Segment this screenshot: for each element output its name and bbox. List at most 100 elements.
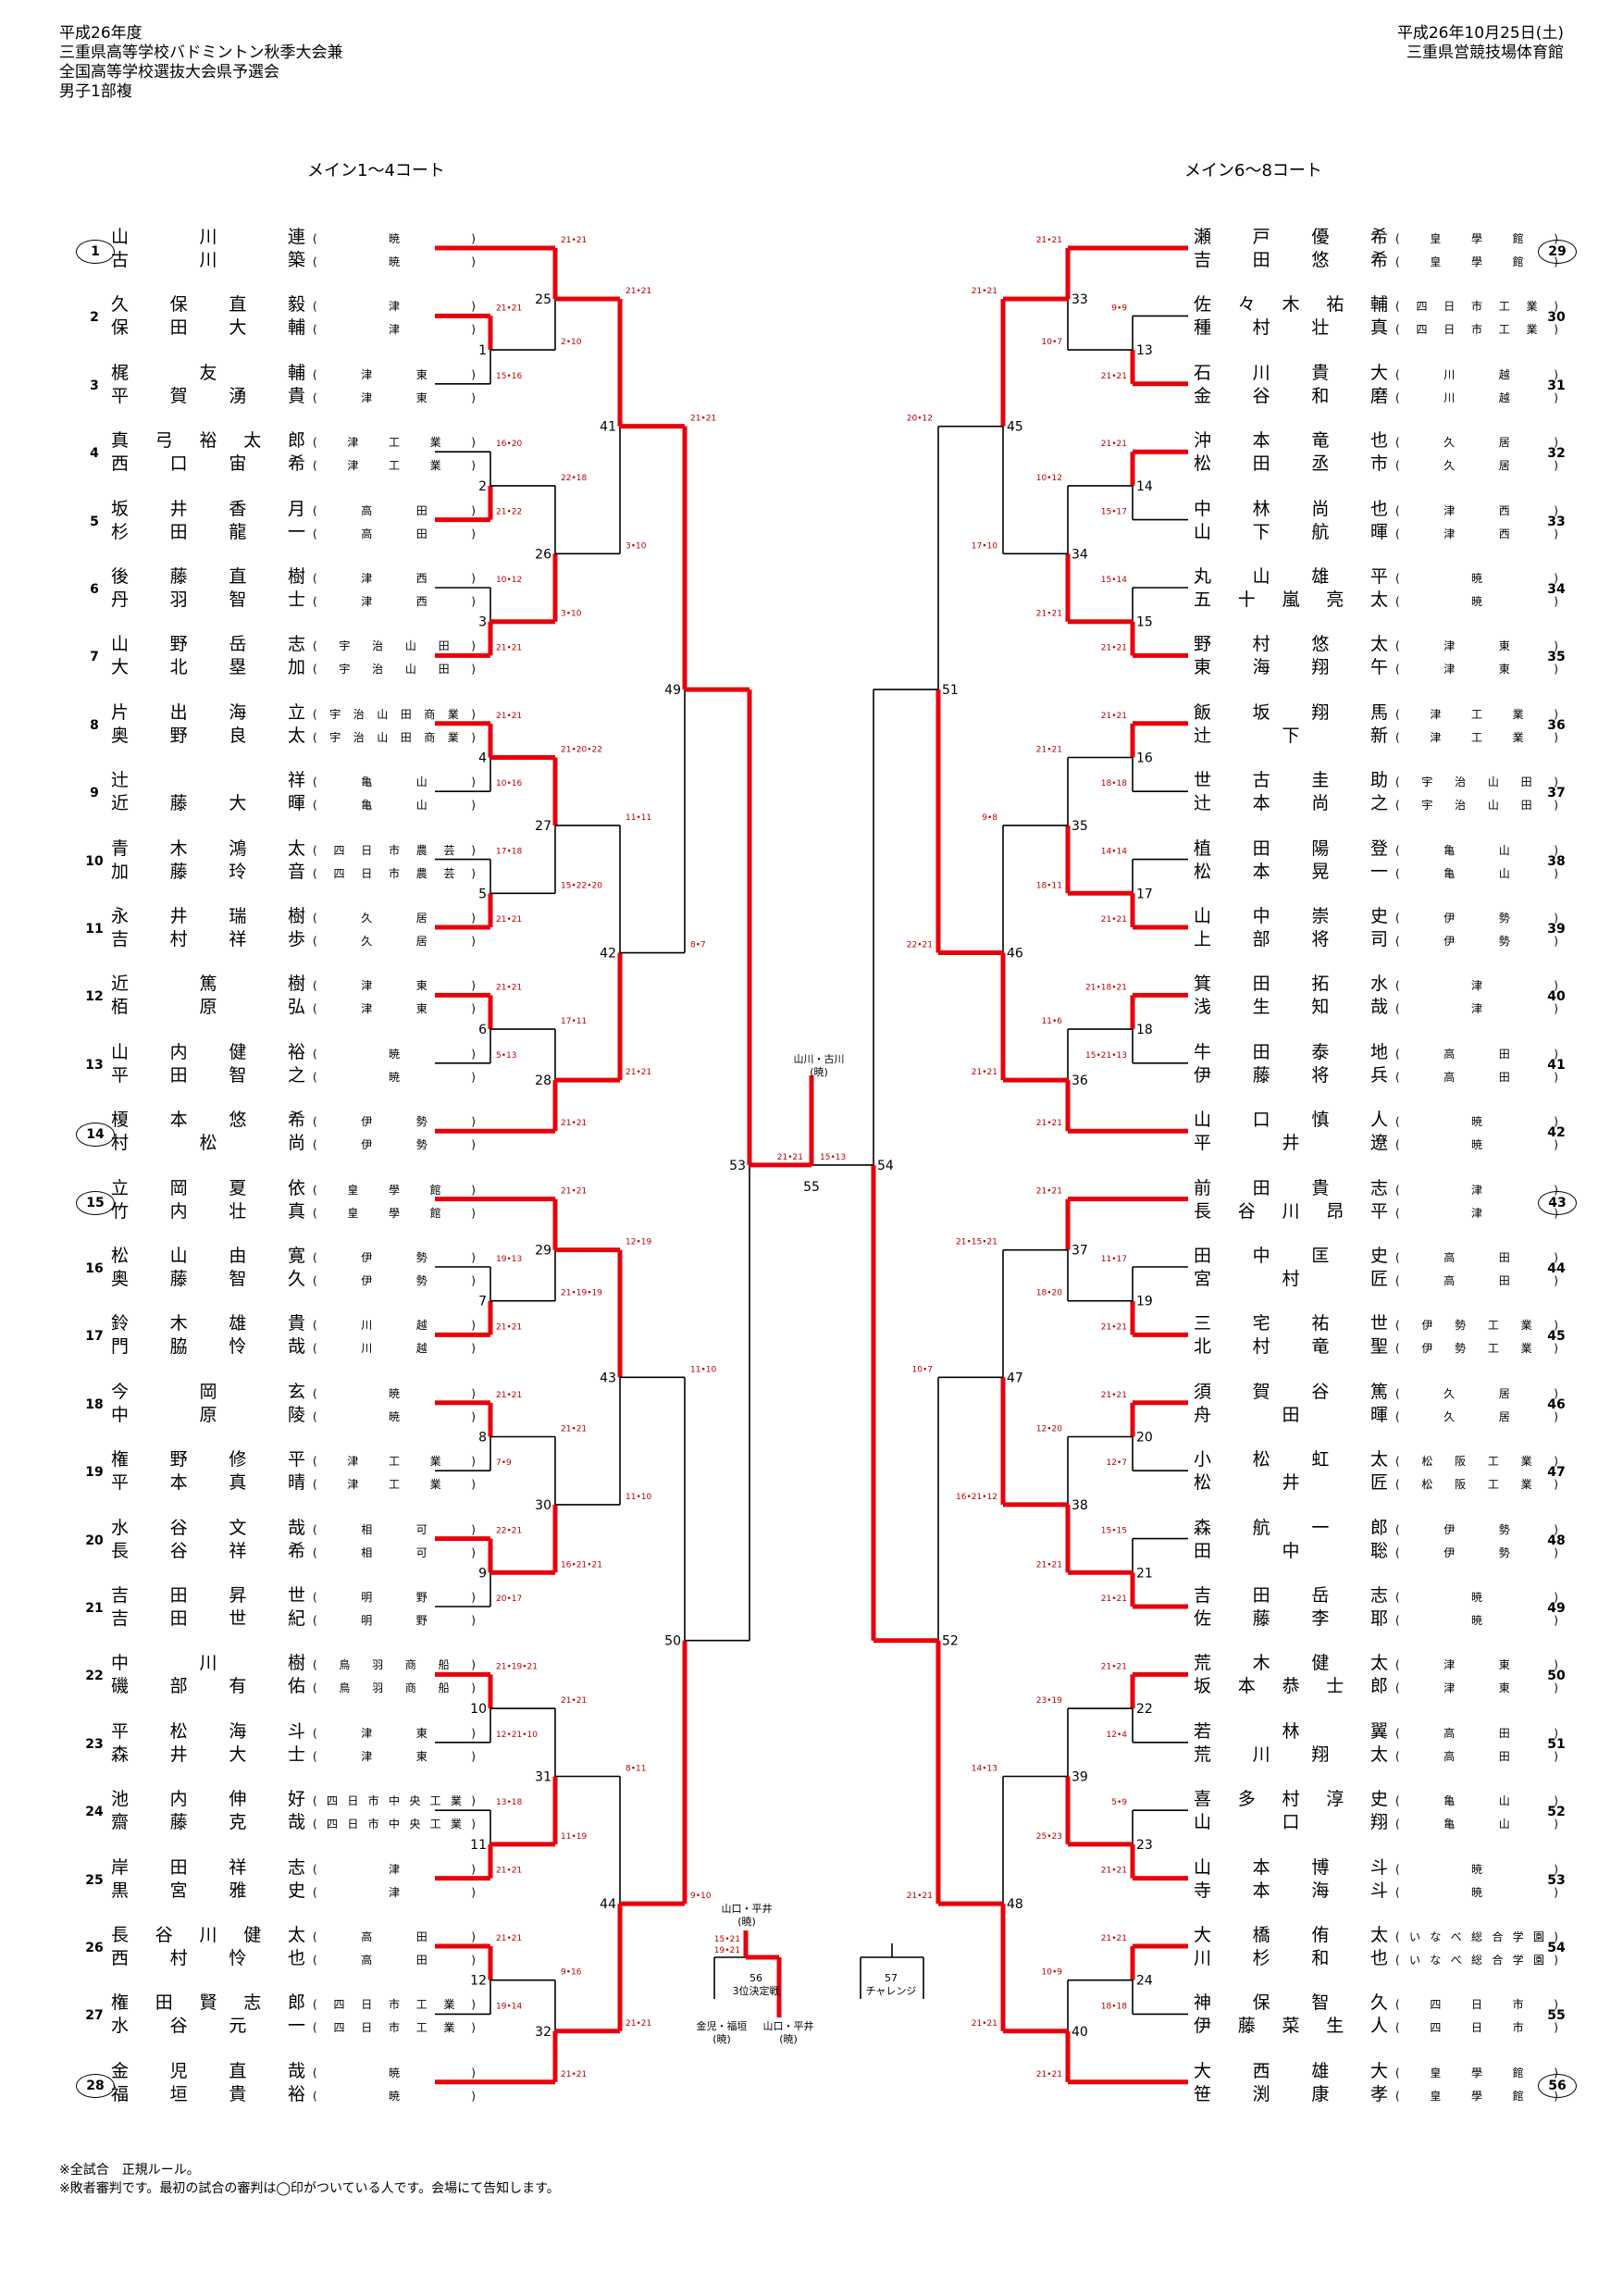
match-number: 54 (877, 1159, 894, 1173)
match-score: 21•21 (1036, 610, 1062, 619)
match-number: 9 (478, 1566, 487, 1581)
player-name: 松山由寛 (111, 1246, 305, 1266)
match-score: 16•21•21 (561, 1560, 602, 1570)
player-name: 中川樹 (111, 1653, 305, 1674)
entry-number: 52 (1547, 1805, 1566, 1820)
player-name: 平賀湧貴 (111, 385, 305, 406)
player-name: 森航一郎 (1194, 1517, 1388, 1538)
match-score: 15•14 (1101, 576, 1127, 585)
player-name: 福垣貴裕 (111, 2083, 305, 2104)
player-school: (高田) (1395, 1251, 1558, 1264)
player-row: 山口慎人(暁) (1194, 1107, 1558, 1133)
entry-number: 45 (1547, 1329, 1566, 1345)
player-row: 田中匡史 (高田) (1194, 1243, 1558, 1269)
match-number: 26 (535, 547, 551, 562)
match-number: 29 (535, 1244, 551, 1259)
player-school: (四日市工業) (313, 1998, 476, 2012)
match-number: 44 (600, 1897, 616, 1912)
player-name: 山中崇史 (1194, 906, 1388, 926)
match-score: 21•18•21 (1085, 983, 1127, 992)
player-school: (津) (313, 300, 476, 314)
match-score: 21•21 (1101, 372, 1127, 381)
player-school: (亀山) (1395, 843, 1558, 857)
entry-number: 36 (1547, 717, 1566, 733)
player-row: 福垣貴裕(暁) (111, 2081, 476, 2107)
entry-number: 16 (85, 1261, 104, 1276)
player-row: 長谷祥希(相可) (111, 1538, 476, 1564)
third-place-no: 56 (750, 1972, 762, 1984)
match-score: 21•21 (1101, 1391, 1127, 1400)
player-row: 上部将司(伊勢) (1194, 926, 1558, 952)
player-name: 辻下新 (1194, 725, 1388, 746)
match-number: 8 (478, 1431, 487, 1446)
match-score: 7•9 (496, 1458, 512, 1468)
player-name: 坂井香月 (111, 498, 305, 519)
player-row: 竹内壮真(皇學館) (111, 1198, 476, 1224)
player-school: (亀山) (313, 799, 476, 813)
player-school: (川越) (1395, 367, 1558, 381)
match-score: 21•21 (496, 1391, 522, 1400)
match-score: 18•11 (1036, 881, 1062, 890)
player-school: (暁) (1395, 1862, 1558, 1876)
player-school: (伊勢) (1395, 935, 1558, 948)
player-row: 大西雄大(皇學館) (1194, 2058, 1558, 2084)
player-school: (伊勢工業) (1395, 1342, 1558, 1356)
entry-number: 50 (1547, 1669, 1566, 1684)
match-number: 41 (600, 420, 616, 435)
entry-number: 34 (1547, 582, 1566, 597)
player-school: (津東) (1395, 1682, 1558, 1695)
player-name: 金児直哉 (111, 2060, 305, 2081)
player-name: 飯坂翔馬 (1194, 701, 1388, 723)
player-name: 東海翔午 (1194, 657, 1388, 678)
player-name: 保田大輔 (111, 317, 305, 339)
player-school: (四日市中央工業) (313, 1818, 476, 1831)
match-score: 11•11 (626, 813, 651, 823)
entry-number: 1 (76, 240, 115, 264)
entry-number: 37 (1547, 786, 1566, 801)
player-name: 齋藤克哉 (111, 1812, 305, 1833)
player-row: 中原陵(暁) (111, 1402, 476, 1428)
player-row: 野村悠太(津東) (1194, 631, 1558, 657)
player-name: 西口宙希 (111, 453, 305, 475)
player-name: 小松虹太 (1194, 1449, 1388, 1471)
player-row: 三宅祐世(伊勢工業) (1194, 1310, 1558, 1336)
player-row: 若林翼(高田) (1194, 1719, 1558, 1744)
player-name: 須賀谷篤 (1194, 1381, 1388, 1402)
match-score: 12•21•10 (496, 1731, 538, 1740)
player-row: 奥藤智久(伊勢) (111, 1266, 476, 1292)
player-school: (津西) (1395, 527, 1558, 540)
player-row: 西村怜也(高田) (111, 1945, 476, 1971)
match-score: 21•21 (1101, 1662, 1127, 1671)
player-name: 瀬戸優希 (1194, 227, 1388, 247)
player-name: 田中匡史 (1194, 1246, 1388, 1266)
entry-number: 29 (1538, 240, 1577, 264)
player-name: 荒川翔太 (1194, 1744, 1388, 1765)
player-school: (津東) (313, 979, 476, 993)
player-row: 小松虹太(松阪工業) (1194, 1446, 1558, 1472)
entry-number: 23 (85, 1736, 104, 1752)
player-school: (皇學館) (1395, 232, 1558, 245)
player-row: 山本博斗(暁) (1194, 1855, 1558, 1880)
match-score: 21•21 (907, 1892, 933, 1901)
match-score: 11•19 (561, 1832, 587, 1842)
match-score: 14•13 (972, 1765, 997, 1774)
player-school: (四日市農芸) (313, 843, 476, 857)
player-row: 権田賢志郎(四日市工業) (111, 1990, 476, 2016)
player-name: 奥藤智久 (111, 1269, 305, 1289)
match-score: 21•21 (1036, 1560, 1062, 1570)
match-score: 22•18 (561, 474, 587, 483)
player-school: (津西) (313, 572, 476, 585)
player-name: 権野修平 (111, 1449, 305, 1471)
player-school: (皇學館) (1395, 255, 1558, 268)
